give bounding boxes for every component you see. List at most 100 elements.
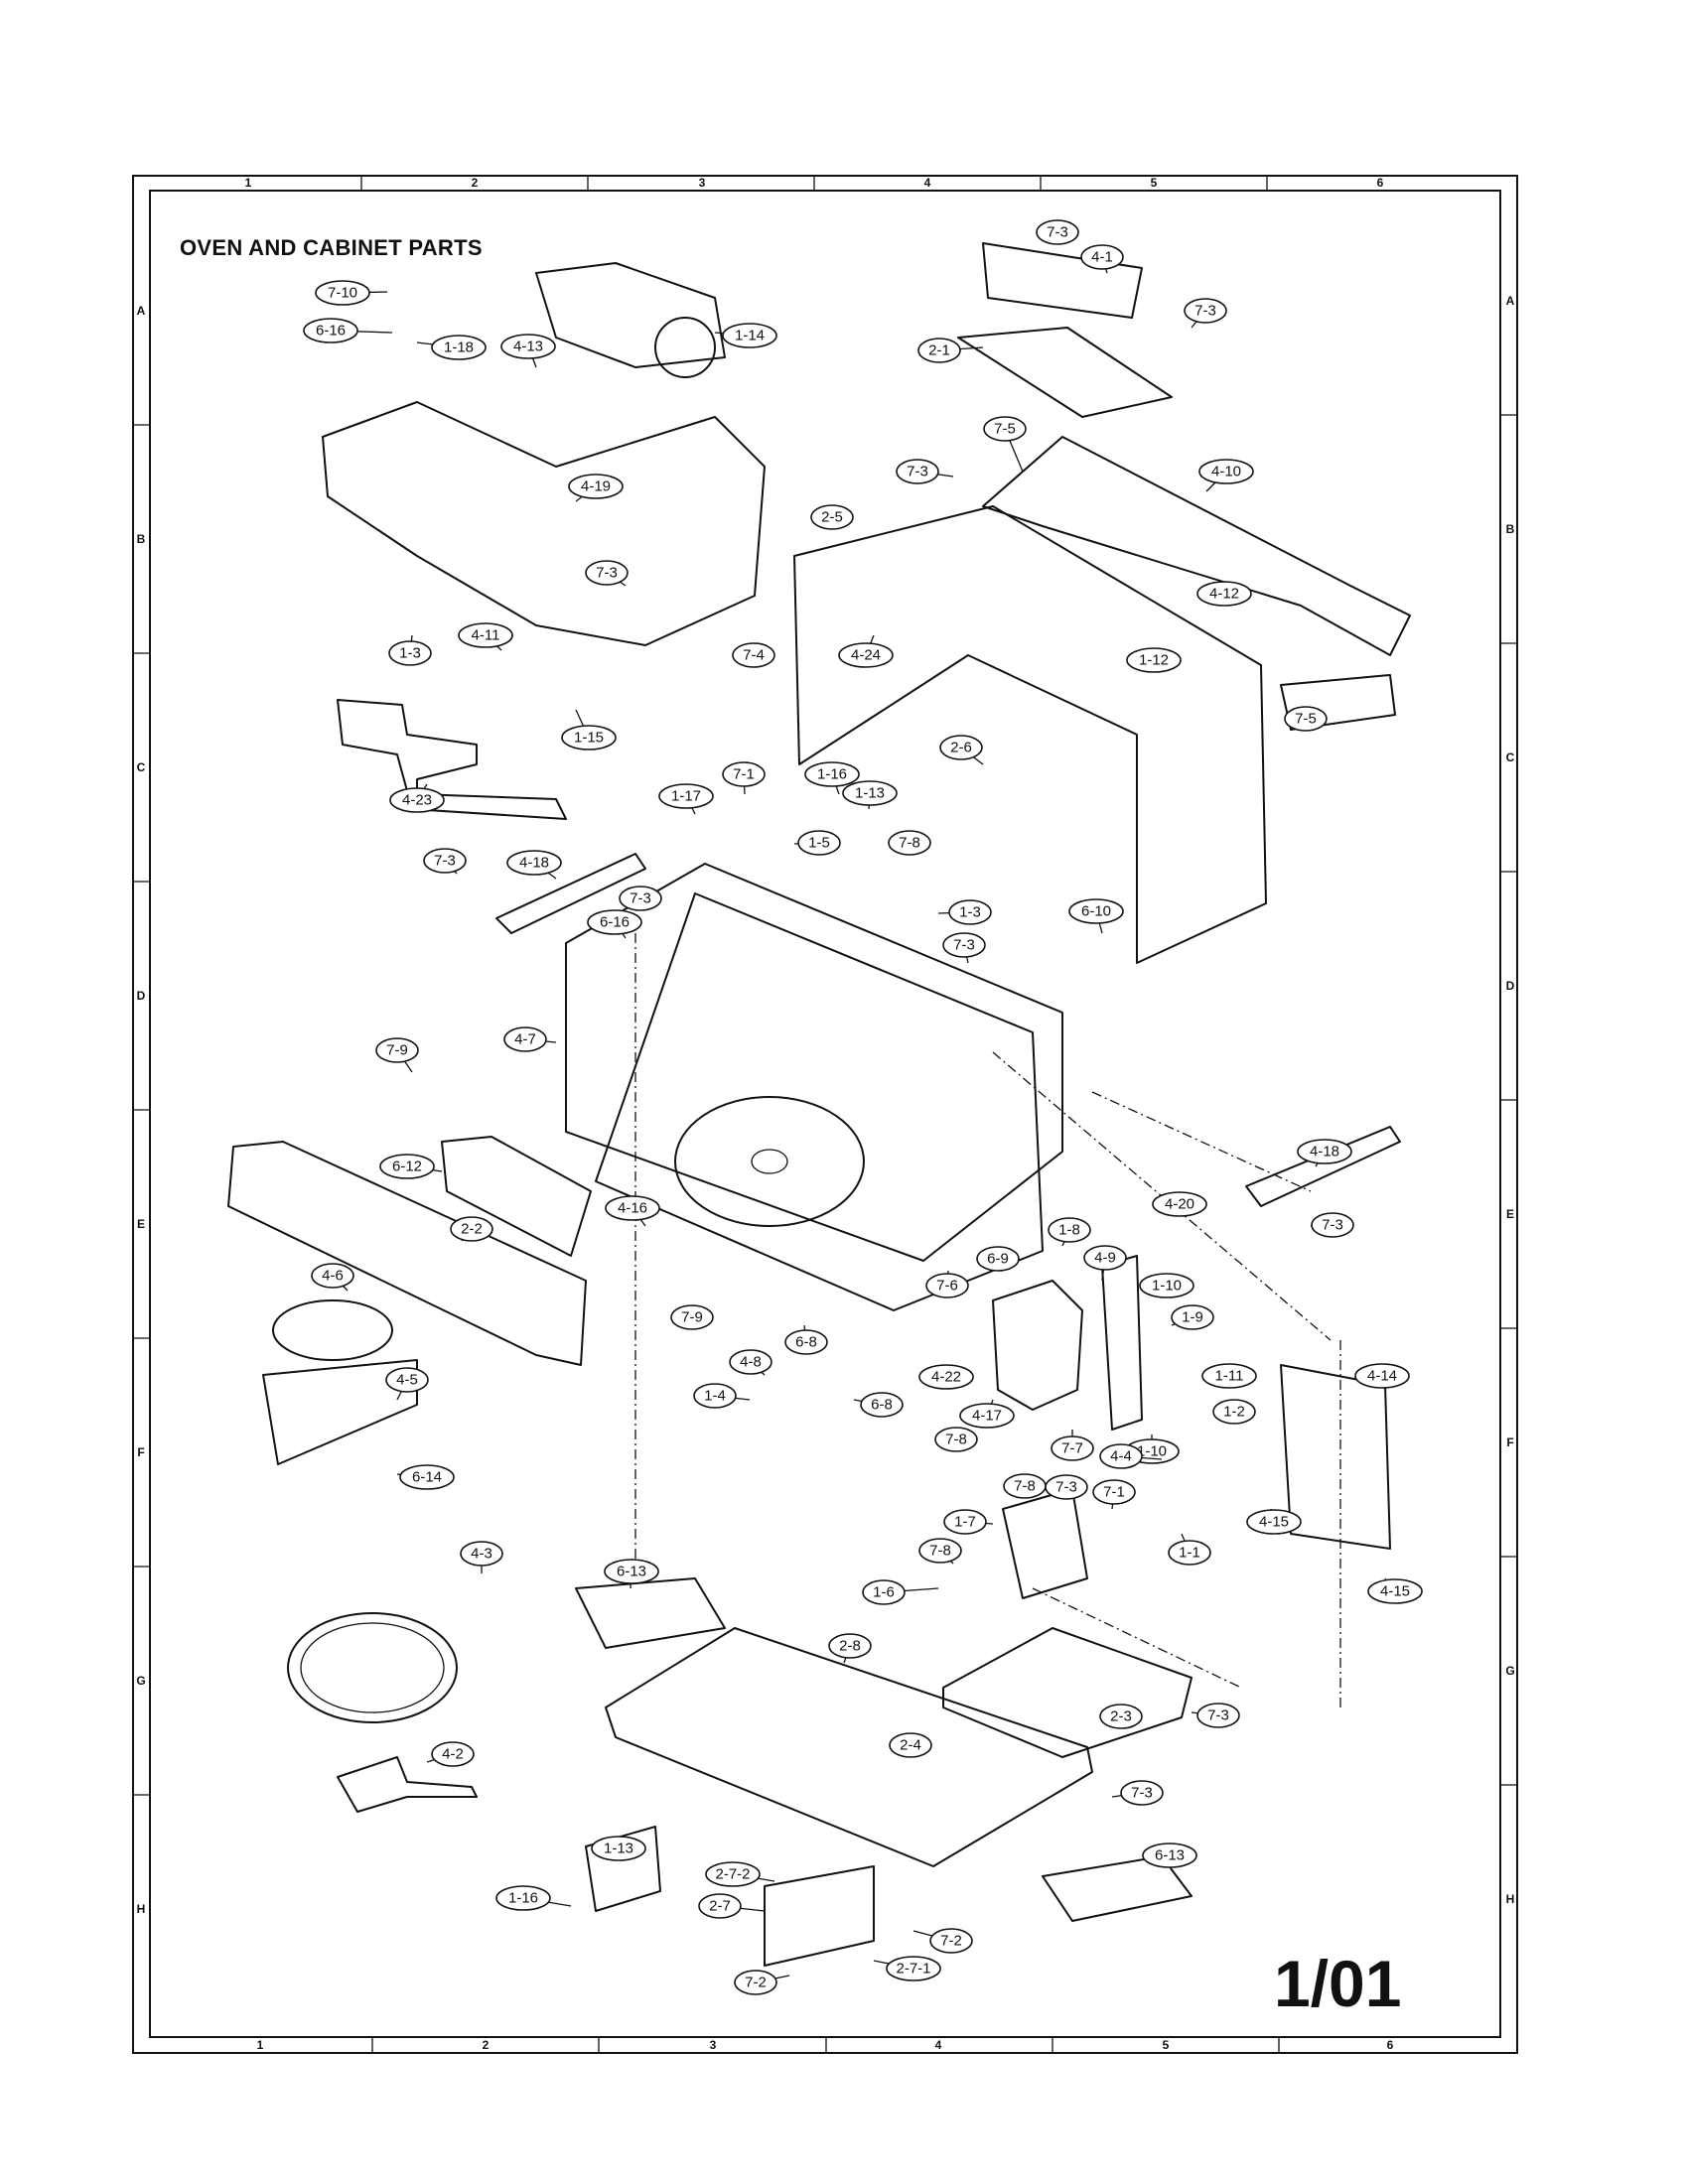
callout-label: 1-9 — [1182, 1309, 1203, 1326]
callout-label: 7-3 — [1047, 224, 1068, 241]
callout-7-3: 7-3 — [585, 560, 629, 587]
callout-bubble — [1201, 1363, 1257, 1389]
callout-bubble — [495, 1885, 551, 1911]
callout-label: 7-3 — [1322, 1217, 1343, 1234]
callout-bubble — [503, 1026, 547, 1052]
callout-bubble — [889, 1732, 932, 1758]
callout-1-1: 1-1 — [1168, 1533, 1211, 1566]
callout-4-18: 4-18 — [506, 850, 562, 880]
callout-1-15: 1-15 — [561, 709, 617, 751]
grid-row-right-A: A — [1505, 294, 1515, 308]
callout-bubble — [1045, 1474, 1088, 1500]
grid-col-bottom-3: 3 — [709, 2038, 717, 2052]
oven-cavity — [595, 892, 1044, 1311]
callout-label: 7-1 — [1103, 1484, 1125, 1501]
callout-label: 1-4 — [704, 1388, 726, 1405]
callout-4-19: 4-19 — [568, 474, 624, 502]
callout-7-2: 7-2 — [912, 1928, 973, 1954]
callout-bubble — [1196, 581, 1252, 607]
callout-bubble — [693, 1383, 737, 1409]
callout-bubble — [1048, 1217, 1091, 1243]
callout-7-3: 7-3 — [1111, 1780, 1164, 1806]
callout-4-20: 4-20 — [1152, 1191, 1207, 1217]
grid-col-top-1: 1 — [244, 176, 252, 190]
grid-row-right-D: D — [1505, 979, 1515, 993]
callout-bubble — [399, 1464, 455, 1490]
callout-1-13: 1-13 — [842, 780, 898, 810]
callout-label: 4-18 — [1310, 1144, 1339, 1160]
grid-row-right-H: H — [1505, 1892, 1515, 1906]
callout-bubble — [605, 1195, 660, 1221]
callout-4-9: 4-9 — [1083, 1245, 1127, 1282]
grease-filter-right — [1245, 1126, 1401, 1207]
callout-7-1: 7-1 — [1092, 1479, 1136, 1510]
callout-bubble — [460, 1541, 503, 1567]
grid-col-top-5: 5 — [1150, 176, 1158, 190]
callout-label: 7-3 — [630, 890, 651, 907]
callout-7-3: 7-3 — [619, 886, 662, 911]
callout-bubble — [886, 1956, 941, 1981]
grid-row-right-E: E — [1505, 1207, 1515, 1221]
callout-label: 7-2 — [940, 1933, 962, 1950]
callout-4-5: 4-5 — [385, 1367, 429, 1401]
callout-label: 1-2 — [1223, 1404, 1245, 1421]
callout-bubble — [804, 761, 860, 787]
callout-label: 6-10 — [1081, 903, 1111, 920]
callout-4-15: 4-15 — [1246, 1508, 1302, 1535]
callout-label: 1-3 — [959, 904, 981, 921]
callout-bubble — [1139, 1273, 1194, 1298]
callout-bubble — [810, 504, 854, 530]
callout-7-5: 7-5 — [983, 416, 1027, 473]
callout-4-15: 4-15 — [1367, 1577, 1423, 1604]
callout-1-13: 1-13 — [591, 1836, 646, 1861]
callout-bubble — [1284, 706, 1328, 732]
grid-col-top-3: 3 — [698, 176, 706, 190]
callout-7-10: 7-10 — [315, 280, 388, 306]
callout-label: 4-16 — [618, 1200, 647, 1217]
drawing-border-inner — [149, 190, 1501, 2038]
callout-bubble — [1297, 1139, 1352, 1164]
callout-label: 7-9 — [386, 1042, 408, 1059]
callout-bubble — [315, 280, 370, 306]
callout-4-2: 4-2 — [426, 1741, 475, 1767]
base-sub-plate — [942, 1627, 1193, 1758]
callout-bubble — [458, 622, 513, 648]
cover-plate-left — [575, 1577, 726, 1649]
callout-bubble — [784, 1329, 828, 1355]
base-plate — [605, 1627, 1093, 1867]
callout-6-12: 6-12 — [379, 1154, 443, 1179]
callout-bubble — [585, 560, 629, 586]
callout-7-6: 7-6 — [925, 1270, 969, 1298]
callout-label: 4-13 — [513, 339, 543, 355]
callout-bubble — [1099, 1443, 1143, 1469]
callout-2-7-1: 2-7-1 — [873, 1956, 941, 1981]
callout-label: 7-4 — [743, 647, 765, 664]
blower-wheel — [654, 317, 716, 378]
air-duct-assembly — [322, 401, 766, 646]
callout-bubble — [934, 1427, 978, 1452]
callout-7-1: 7-1 — [722, 761, 766, 795]
page-number: 1/01 — [1274, 1947, 1402, 2020]
callout-bubble — [729, 1349, 772, 1375]
callout-6-8: 6-8 — [853, 1392, 904, 1418]
cover-plate-right — [1042, 1855, 1193, 1922]
callout-1-12: 1-12 — [1126, 647, 1182, 673]
filter-panel — [441, 1136, 592, 1257]
callout-label: 1-12 — [1139, 652, 1169, 669]
callout-label: 1-3 — [399, 645, 421, 662]
front-grille — [227, 1141, 587, 1366]
callout-label: 7-3 — [1055, 1479, 1077, 1496]
callout-bubble — [303, 318, 358, 343]
callout-4-7: 4-7 — [503, 1026, 557, 1052]
callout-bubble — [389, 787, 445, 813]
diagram-title: OVEN AND CABINET PARTS — [180, 235, 483, 260]
callout-bubble — [506, 850, 562, 876]
grid-row-right-B: B — [1505, 522, 1515, 536]
callout-label: 7-8 — [945, 1432, 967, 1448]
callout-label: 4-2 — [442, 1746, 464, 1763]
callout-1-6: 1-6 — [862, 1579, 939, 1605]
grid-row-right-F: F — [1506, 1435, 1514, 1449]
callout-bubble — [943, 1509, 987, 1535]
turntable-center — [751, 1149, 788, 1174]
callout-bubble — [929, 1928, 973, 1954]
